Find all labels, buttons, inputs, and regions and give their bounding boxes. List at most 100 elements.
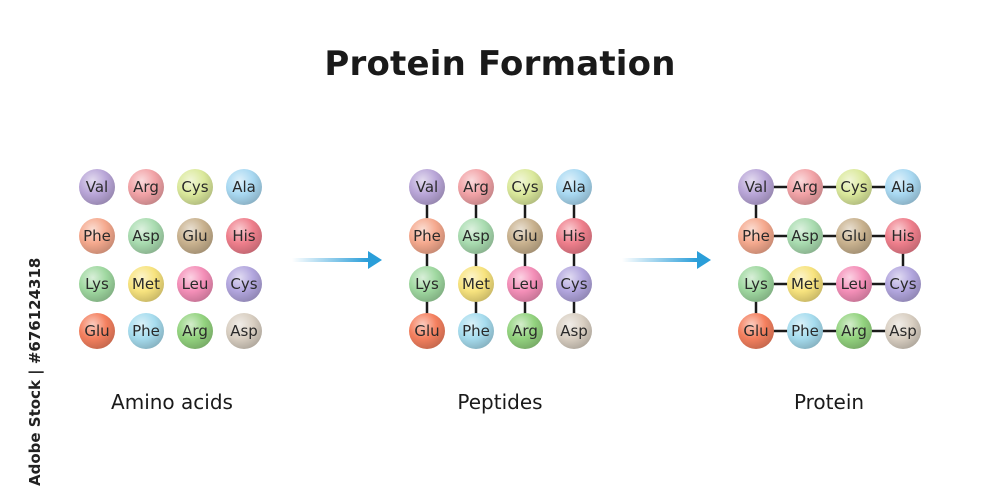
amino-acid-sphere [507,169,543,205]
amino-acid-ball: Lys [79,266,115,302]
amino-acid-ball: Cys [507,169,543,205]
amino-acid-sphere [458,218,494,254]
amino-acid-ball: Cys [226,266,262,302]
amino-acid-ball: Cys [885,266,921,302]
amino-acid-label: Arg [182,322,208,340]
amino-acid-sphere [885,169,921,205]
amino-acid-ball: His [226,218,262,254]
side-credit-text: Adobe Stock | #676124318 [26,257,44,486]
amino-acid-ball: Leu [507,266,543,302]
amino-acid-ball: Val [738,169,774,205]
amino-acid-label: Cys [889,275,916,293]
amino-acid-ball: Arg [177,313,213,349]
amino-acid-ball: Asp [226,313,262,349]
amino-acid-ball: Ala [226,169,262,205]
amino-acid-label: Glu [841,227,866,245]
amino-acid-label: Arg [463,178,489,196]
amino-acid-sphere [79,313,115,349]
amino-acid-sphere [738,218,774,254]
amino-acid-ball: Leu [177,266,213,302]
amino-acid-label: Lys [415,275,439,293]
amino-acid-label: Phe [132,322,160,340]
amino-acid-sphere [177,266,213,302]
amino-acid-ball: Glu [836,218,872,254]
amino-acid-ball: Arg [507,313,543,349]
arrow-to-protein [622,251,711,269]
amino-acid-sphere [458,266,494,302]
amino-acid-sphere [738,266,774,302]
page-title: Protein Formation [324,44,676,84]
amino-acid-sphere [507,266,543,302]
amino-acid-ball: Phe [787,313,823,349]
amino-acid-sphere [836,218,872,254]
amino-acid-label: His [891,227,914,245]
amino-acid-sphere [128,218,164,254]
amino-acid-ball: Asp [128,218,164,254]
amino-acid-sphere [177,313,213,349]
amino-acid-ball: Arg [787,169,823,205]
amino-acid-ball: Leu [836,266,872,302]
amino-acid-label: Glu [743,322,768,340]
amino-acid-ball: Lys [409,266,445,302]
amino-acid-label: Cys [560,275,587,293]
amino-acid-ball: Cys [836,169,872,205]
amino-acid-label: Cys [511,178,538,196]
amino-acid-ball: Glu [409,313,445,349]
amino-acid-label: Asp [230,322,258,340]
amino-acid-label: Cys [840,178,867,196]
amino-acid-sphere [556,218,592,254]
amino-acid-label: Glu [414,322,439,340]
amino-acid-label: Leu [512,275,539,293]
amino-acid-ball: Val [79,169,115,205]
amino-acid-label: Val [86,178,108,196]
amino-acid-sphere [836,313,872,349]
amino-acid-label: Asp [462,227,490,245]
amino-acid-label: Arg [792,178,818,196]
amino-acid-sphere [226,169,262,205]
amino-acid-ball: Phe [409,218,445,254]
amino-acid-label: Arg [133,178,159,196]
amino-acid-label: Phe [742,227,770,245]
amino-acid-label: His [232,227,255,245]
amino-acid-ball: Asp [458,218,494,254]
amino-acid-ball: Ala [556,169,592,205]
amino-acid-label: Asp [560,322,588,340]
amino-acid-label: Lys [85,275,109,293]
amino-acid-ball: Val [409,169,445,205]
amino-acid-ball: Glu [177,218,213,254]
amino-acid-ball: Phe [79,218,115,254]
amino-acid-sphere [79,218,115,254]
amino-acid-label: Arg [841,322,867,340]
amino-acid-sphere [556,169,592,205]
amino-acid-sphere [787,313,823,349]
amino-acid-label: Ala [232,178,256,196]
amino-acid-ball: Phe [458,313,494,349]
amino-acid-label: Ala [891,178,915,196]
amino-acid-ball: Cys [556,266,592,302]
amino-acid-sphere [226,313,262,349]
amino-acid-label: Glu [182,227,207,245]
amino-acid-sphere [556,313,592,349]
amino-acid-ball: Glu [507,218,543,254]
caption-amino-acids: Amino acids [111,390,233,414]
amino-acid-sphere [409,218,445,254]
amino-acid-ball: His [556,218,592,254]
amino-acid-ball: Asp [556,313,592,349]
bond-links-layer [425,185,905,333]
amino-acid-sphere [409,313,445,349]
caption-protein: Protein [793,390,865,414]
amino-acid-ball: Glu [79,313,115,349]
amino-acid-ball: Arg [836,313,872,349]
amino-acid-label: Asp [889,322,917,340]
amino-acid-ball: Phe [128,313,164,349]
amino-acid-label: His [562,227,585,245]
amino-acid-label: Met [462,275,490,293]
amino-acid-label: Leu [841,275,868,293]
amino-acid-label: Phe [83,227,111,245]
amino-acid-label: Cys [230,275,257,293]
amino-acid-label: Arg [512,322,538,340]
amino-acid-ball: Ala [885,169,921,205]
amino-acid-sphere [458,169,494,205]
amino-acid-sphere [738,313,774,349]
